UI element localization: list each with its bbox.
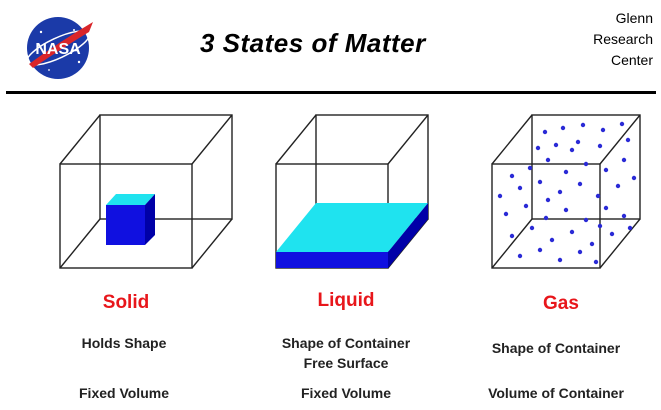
gas-particle — [597, 223, 603, 229]
gas-particle — [615, 183, 621, 189]
gas-particle — [603, 205, 609, 211]
gas-particle — [625, 137, 631, 143]
gas-particle — [517, 185, 523, 191]
gas-particle — [553, 142, 559, 148]
gas-particle — [603, 167, 609, 173]
gas-particle — [557, 257, 563, 263]
gas-particle — [527, 165, 533, 171]
page-title: 3 States of Matter — [200, 28, 426, 58]
gas-particle — [557, 189, 563, 195]
gas-particle — [619, 121, 625, 127]
gas-particle — [545, 197, 551, 203]
gas-particle — [503, 211, 509, 217]
header-divider — [6, 91, 656, 94]
gas-particle — [560, 125, 566, 131]
gas-particle — [563, 207, 569, 213]
gas-label: Gas — [543, 293, 579, 314]
gas-particle — [621, 157, 627, 163]
gas-particle — [627, 225, 633, 231]
gas-particle — [529, 225, 535, 231]
gas-particle — [517, 253, 523, 259]
gas-particle — [523, 203, 529, 209]
gas-particle — [497, 193, 503, 199]
gas-particle — [549, 237, 555, 243]
gas-particle — [537, 247, 543, 253]
gas-particle — [575, 139, 581, 145]
gas-particle — [583, 217, 589, 223]
gas-particle — [593, 259, 599, 265]
gas-particle — [543, 215, 549, 221]
gas-particle — [580, 122, 586, 128]
gas-particle — [609, 231, 615, 237]
gas-particle — [563, 169, 569, 175]
nasa-logo: NASA — [19, 12, 97, 84]
solid-property-shape: Holds Shape — [81, 335, 167, 351]
liquid-fill — [276, 203, 428, 268]
gas-particle — [577, 249, 583, 255]
gas-particle — [509, 233, 515, 239]
liquid-property-shape: Shape of Container — [281, 335, 411, 351]
center-line-2: Research — [593, 31, 653, 47]
gas-particle — [542, 129, 548, 135]
gas-particle — [569, 229, 575, 235]
liquid-property-volume: Fixed Volume — [301, 385, 391, 401]
gas-particle — [577, 181, 583, 187]
nasa-logo-text: NASA — [35, 41, 81, 58]
gas-particle — [509, 173, 515, 179]
gas-particle — [545, 157, 551, 163]
center-line-1: Glenn — [615, 10, 653, 26]
gas-property-shape: Shape of Container — [491, 340, 621, 356]
solid-property-volume: Fixed Volume — [79, 385, 169, 401]
liquid-property-surface: Free Surface — [303, 355, 389, 371]
gas-particle — [595, 193, 601, 199]
solid-block — [106, 194, 155, 245]
gas-particle — [621, 213, 627, 219]
gas-container-cube — [491, 114, 641, 269]
gas-particles — [497, 121, 637, 265]
gas-particle — [569, 147, 575, 153]
gas-particle — [597, 143, 603, 149]
gas-particle — [589, 241, 595, 247]
solid-label: Solid — [102, 292, 150, 313]
gas-particle — [535, 145, 541, 151]
liquid-label: Liquid — [317, 290, 375, 311]
solid-container-cube — [59, 114, 233, 269]
gas-particle — [600, 127, 606, 133]
gas-particle — [631, 175, 637, 181]
research-center-name: Glenn Research Center — [573, 8, 653, 71]
gas-property-volume: Volume of Container — [488, 385, 624, 401]
gas-particle — [537, 179, 543, 185]
gas-particle — [583, 161, 589, 167]
center-line-3: Center — [610, 52, 653, 68]
